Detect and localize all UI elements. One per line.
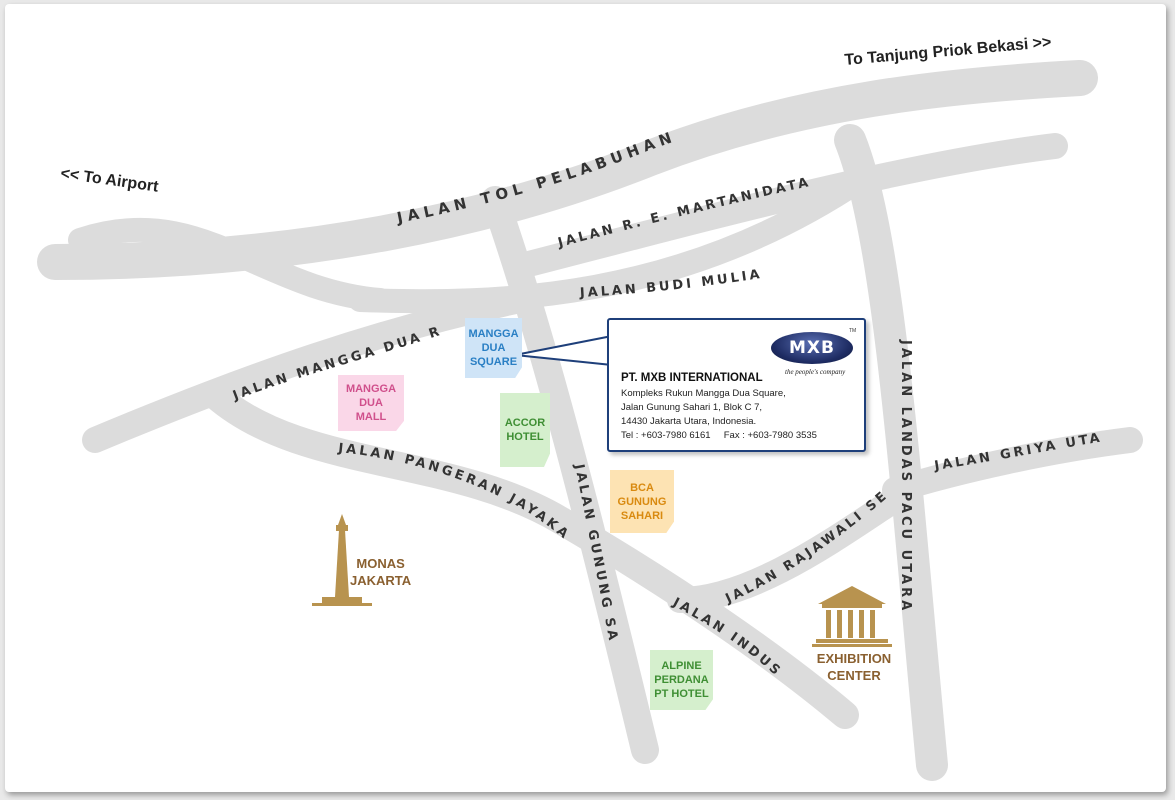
landmark-label-line: JAKARTA — [350, 573, 412, 588]
contact-line: Tel : +603-7980 6161 Fax : +603-7980 353… — [621, 430, 817, 441]
direction-airport: << To Airport — [59, 165, 160, 196]
address-line: Kompleks Rukun Mangga Dua Square, — [621, 388, 786, 399]
company-callout: MXB TM the people's company PT. MXB INTE… — [607, 318, 866, 452]
poi-label-line: ALPINE — [661, 660, 702, 672]
road-mangga-dua-raya — [82, 287, 533, 453]
road-map: JALAN TOL PELABUHAN JALAN R. E. MARTANID… — [5, 4, 1143, 781]
landmark-exhibition-center[interactable]: EXHIBITION CENTER — [812, 650, 896, 684]
road-ramp-left — [68, 217, 392, 312]
landmark-label-line: CENTER — [827, 668, 881, 683]
poi-label-line: MALL — [355, 411, 387, 423]
poi-label-line: ACCOR — [504, 417, 546, 429]
road-gunung-sahari — [481, 186, 659, 764]
building-columns-icon — [812, 586, 892, 647]
landmark-label-line: MONAS — [356, 556, 405, 571]
address-line: 14430 Jakarta Utara, Indonesia. — [621, 416, 757, 427]
company-name: PT. MXB INTERNATIONAL — [621, 372, 763, 384]
road-label-landas-pacu-utara: JALAN LANDAS PACU UTARA — [898, 339, 913, 613]
landmark-monas[interactable]: MONAS JAKARTA — [350, 555, 411, 589]
road-griya-utama — [882, 427, 1143, 503]
poi-accor-hotel[interactable]: ACCOR HOTEL — [500, 393, 550, 467]
road-surfaces — [37, 60, 1143, 781]
poi-bca-gunung-sahari[interactable]: BCA GUNUNG SAHARI — [610, 470, 674, 533]
poi-label-line: PERDANA — [654, 674, 709, 686]
road-label-mangga-dua-raya: JALAN MANGGA DUA RAYA — [5, 4, 444, 404]
company-logo: MXB — [771, 332, 853, 364]
poi-label-line: DUA — [359, 397, 383, 409]
poi-label-line: SAHARI — [620, 509, 664, 522]
direction-tanjung-priok: To Tanjung Priok Bekasi >> — [844, 34, 1052, 69]
road-tol-pelabuhan — [37, 60, 1098, 280]
company-tagline: the people's company — [785, 368, 846, 376]
poi-label-line: BCA — [630, 481, 654, 494]
road-budi-mulia — [348, 168, 872, 314]
road-martanidata — [512, 133, 1068, 278]
poi-label-line: DUA — [481, 342, 506, 354]
poi-label-line: PT HOTEL — [654, 688, 709, 700]
poi-label-line: MANGGA — [468, 328, 519, 340]
poi-label-line: MANGGA — [345, 383, 397, 395]
trademark-mark: TM — [849, 328, 857, 334]
road-rajawali — [667, 477, 923, 613]
monument-icon — [312, 514, 372, 606]
road-landas-pacu-utara — [834, 124, 948, 781]
road-pangeran-jayakarta — [201, 381, 859, 729]
poi-label-line: HOTEL — [506, 431, 544, 443]
poi-mangga-dua-mall[interactable]: MANGGA DUA MALL — [338, 375, 404, 431]
poi-label-line: SQUARE — [469, 356, 518, 368]
address-line: Jalan Gunung Sahari 1, Blok C 7, — [621, 402, 763, 413]
poi-alpine-perdana[interactable]: ALPINE PERDANA PT HOTEL — [650, 650, 713, 710]
poi-mangga-dua-square[interactable]: MANGGA DUA SQUARE — [465, 318, 522, 378]
landmark-label-line: EXHIBITION — [816, 651, 892, 666]
logo-text: MXB — [789, 338, 835, 358]
map-card: JALAN TOL PELABUHAN JALAN R. E. MARTANID… — [5, 4, 1166, 792]
poi-label-line: GUNUNG — [617, 495, 667, 508]
